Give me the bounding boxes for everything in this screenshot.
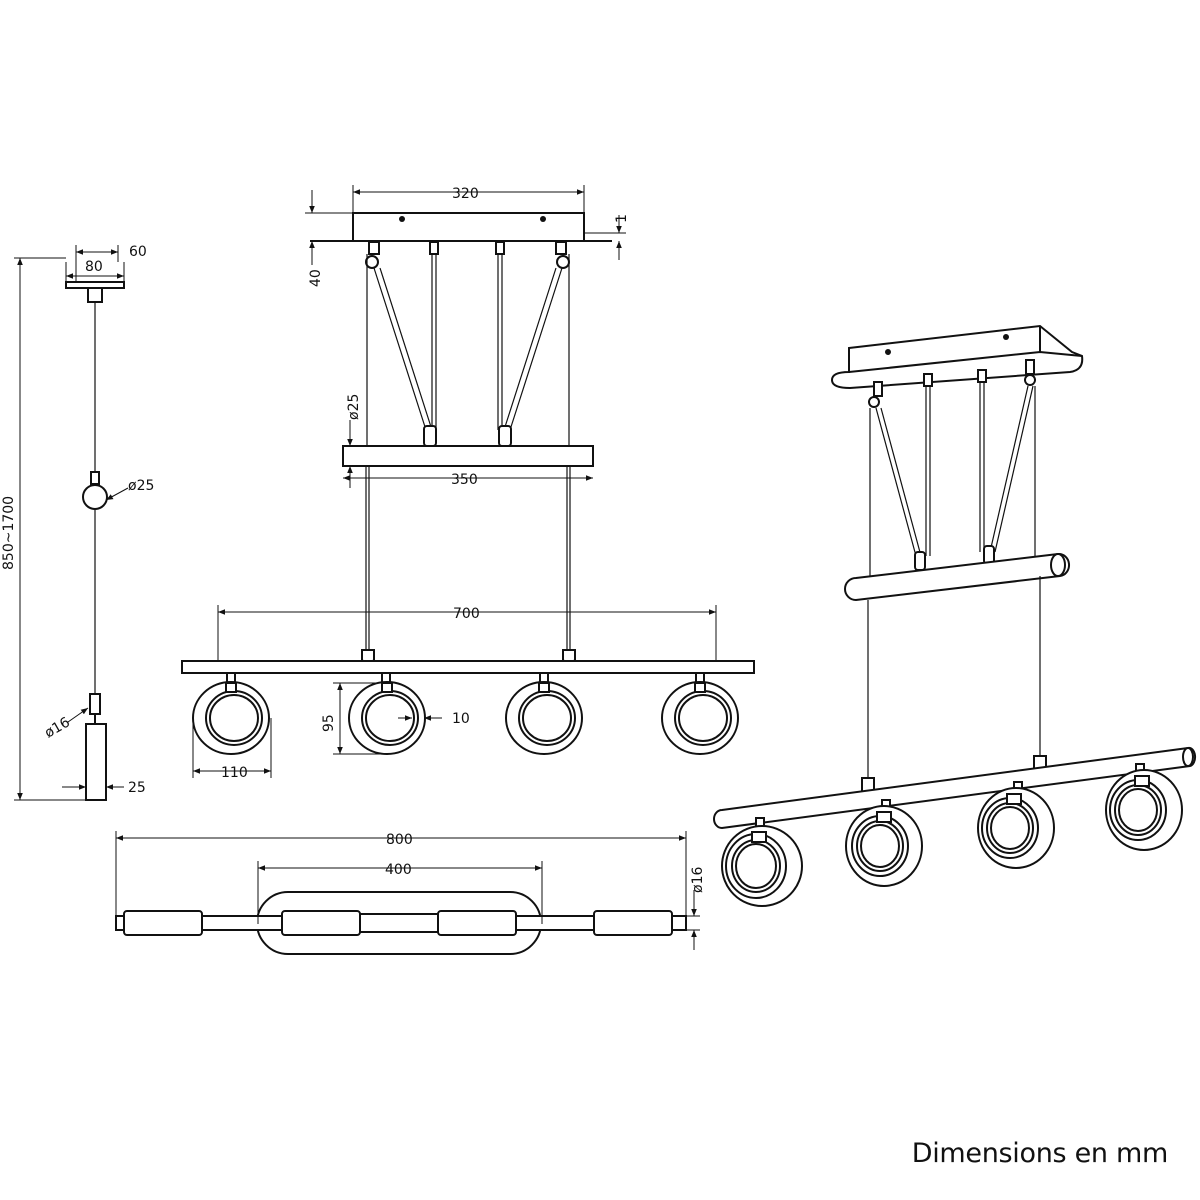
- persp-spot-4: [1105, 763, 1183, 851]
- side-ball-joint: [82, 484, 108, 510]
- side-view: 60 80 850~1700 ø25 ø16 25: [1, 244, 154, 801]
- dim-side-spot-dia: ø16: [42, 714, 73, 741]
- dim-front-canopy-height: 40: [308, 269, 324, 287]
- front-spot-2: [348, 672, 426, 755]
- perspective-view: [713, 324, 1197, 907]
- front-view: 320 1 40 ø25 350 700 95 10 1: [181, 185, 755, 781]
- dim-front-canopy-length: 320: [452, 186, 479, 202]
- front-crossbar: [342, 445, 594, 467]
- dim-top-bar-dia: ø16: [690, 867, 706, 893]
- persp-spot-1: [721, 817, 803, 907]
- front-main-bar: [181, 660, 755, 674]
- persp-spot-2: [845, 799, 923, 887]
- dim-top-total-length: 800: [386, 832, 413, 848]
- dim-front-spot-height: 95: [321, 714, 337, 732]
- dim-side-canopy-width: 80: [85, 259, 103, 275]
- dim-side-height: 850~1700: [1, 496, 17, 570]
- dim-side-ball-dia: ø25: [128, 478, 154, 494]
- top-view: 800 400 ø16: [115, 831, 706, 955]
- caption-dimensions-unit: Dimensions en mm: [911, 1138, 1169, 1169]
- dim-top-canopy-length: 400: [385, 862, 412, 878]
- dim-front-crossbar-length: 350: [451, 472, 478, 488]
- front-canopy: [352, 212, 585, 242]
- dim-front-bar-length: 700: [453, 606, 480, 622]
- dim-side-top-width: 60: [129, 244, 147, 260]
- front-spot-4: [661, 672, 739, 755]
- dim-front-canopy-thickness: 1: [614, 214, 630, 223]
- front-spot-1: [192, 672, 270, 755]
- dim-front-crossbar-dia: ø25: [346, 394, 362, 420]
- side-spot-head: [85, 723, 107, 801]
- dim-front-spot-depth: 10: [452, 711, 470, 727]
- front-spot-3: [505, 672, 583, 755]
- persp-spot-3: [977, 781, 1055, 869]
- dim-front-spot-width: 110: [221, 765, 248, 781]
- dim-side-spot-depth: 25: [128, 780, 146, 796]
